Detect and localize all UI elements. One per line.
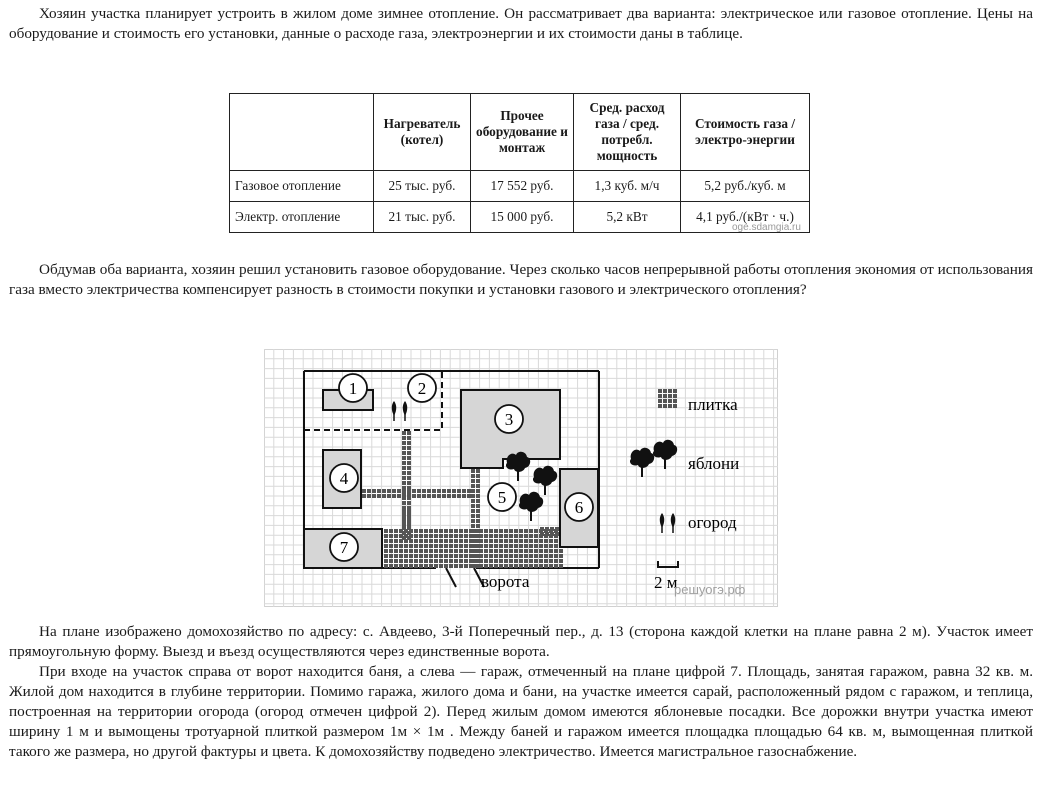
svg-text:2: 2 <box>418 379 427 398</box>
table-header-cell <box>229 93 374 171</box>
plan-paragraph-1: На плане изображено домохозяйство по адр… <box>9 623 1033 660</box>
gate-leaf-right <box>473 567 485 588</box>
object-number-1: 1 <box>338 373 368 403</box>
tile-paths <box>362 431 563 568</box>
svg-text:1: 1 <box>349 379 358 398</box>
site-plan: 1 2 3 4 5 6 7 ворота плитка <box>263 348 778 607</box>
garden-boundary <box>304 371 443 431</box>
object-number-3: 3 <box>494 404 524 434</box>
object-number-2: 2 <box>407 373 437 403</box>
table-cell: 17 552 руб. <box>470 170 574 202</box>
intro-paragraph: Хозяин участка планирует устроить в жило… <box>9 5 1033 42</box>
svg-text:5: 5 <box>498 488 507 507</box>
price-table-wrapper: Нагреватель (котел) Прочее оборудование … <box>229 93 810 233</box>
table-cell: 5,2 кВт <box>573 201 681 233</box>
plan-watermark: решуогэ.рф <box>674 582 746 597</box>
scale-bar <box>657 561 679 568</box>
plan-paragraph-2: При входе на участок справа от ворот нах… <box>9 663 1033 760</box>
svg-text:4: 4 <box>340 469 349 488</box>
table-cell: 25 тыс. руб. <box>373 170 471 202</box>
table-row: Электр. отопление 21 тыс. руб. 15 000 ру… <box>229 201 810 233</box>
legend: плитка яблони огород 2 м <box>628 389 739 592</box>
table-cell: 21 тыс. руб. <box>373 201 471 233</box>
plan-description: На плане изображено домохозяйство по адр… <box>9 622 1033 762</box>
object-number-5: 5 <box>487 482 517 512</box>
object-number-6: 6 <box>564 492 594 522</box>
table-header-cell: Стоимость газа / электро-энергии <box>680 93 810 171</box>
legend-garden-label: огород <box>688 513 737 532</box>
svg-text:3: 3 <box>505 410 514 429</box>
legend-apples-label: яблони <box>688 454 739 473</box>
table-cell: 4,1 руб./(кВт · ч.) <box>680 201 810 233</box>
table-header-row: Нагреватель (котел) Прочее оборудование … <box>229 93 810 171</box>
table-cell: 1,3 куб. м/ч <box>573 170 681 202</box>
table-cell: Газовое отопление <box>229 170 374 202</box>
svg-text:6: 6 <box>575 498 584 517</box>
scale-label: 2 м <box>654 573 678 592</box>
svg-text:7: 7 <box>340 538 349 557</box>
table-watermark: oge.sdamgia.ru <box>732 222 801 233</box>
object-number-7: 7 <box>329 532 359 562</box>
question-paragraph: Обдумав оба варианта, хозяин решил устан… <box>9 261 1033 298</box>
tile-legend-icon <box>658 389 677 408</box>
table-row: Газовое отопление 25 тыс. руб. 17 552 ру… <box>229 170 810 202</box>
table-header-cell: Нагреватель (котел) <box>373 93 471 171</box>
price-table: Нагреватель (котел) Прочее оборудование … <box>229 93 810 233</box>
table-cell: Электр. отопление <box>229 201 374 233</box>
gate-leaf-left <box>445 567 457 588</box>
table-cell: 5,2 руб./куб. м <box>680 170 810 202</box>
object-number-4: 4 <box>329 463 359 493</box>
table-cell: 15 000 руб. <box>470 201 574 233</box>
gate-label: ворота <box>481 572 530 591</box>
table-header-cell: Прочее оборудование и монтаж <box>470 93 574 171</box>
legend-tile-label: плитка <box>688 395 738 414</box>
table-header-cell: Сред. расход газа / сред. потребл. мощно… <box>573 93 681 171</box>
